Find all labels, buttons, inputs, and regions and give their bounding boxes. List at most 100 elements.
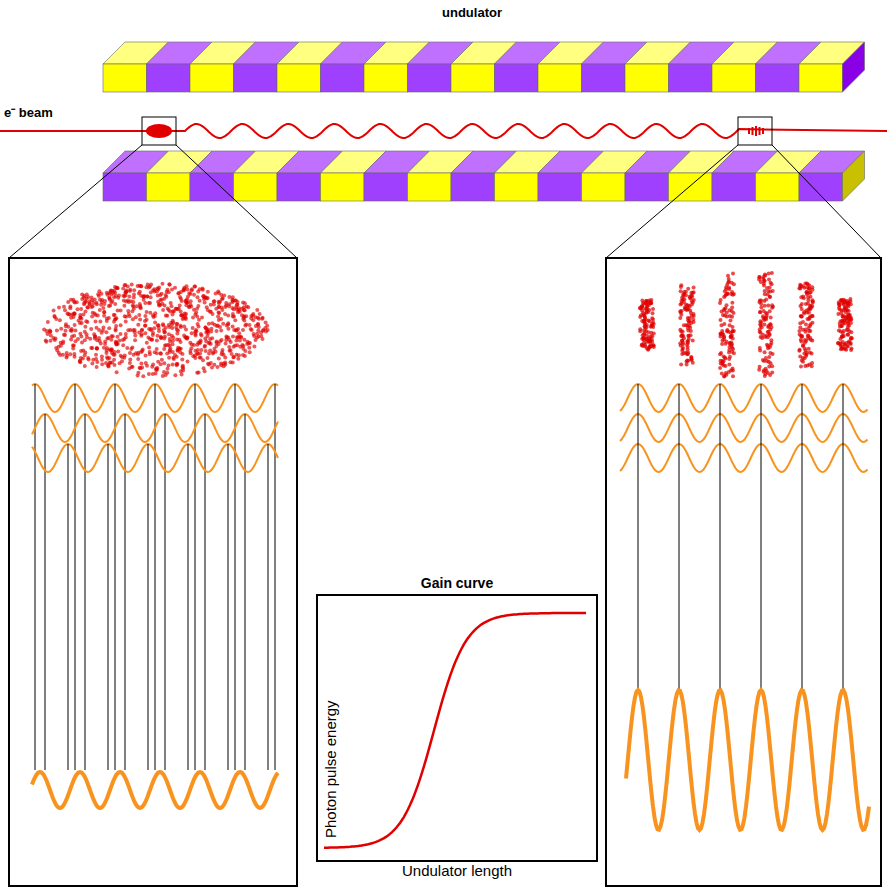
- electron-beam: [0, 124, 887, 138]
- electron-dot: [201, 294, 205, 298]
- electron-dot: [688, 320, 692, 324]
- electron-dot: [807, 283, 811, 287]
- electron-dot: [42, 328, 46, 332]
- electron-dot: [49, 339, 53, 343]
- electron-dot: [679, 285, 683, 289]
- electron-dot: [132, 353, 136, 357]
- electron-dot: [128, 358, 132, 362]
- electron-dot: [762, 309, 766, 313]
- electron-dot: [161, 324, 165, 328]
- electron-dot: [763, 350, 767, 354]
- electron-dot: [167, 282, 171, 286]
- phase-line: [638, 384, 639, 690]
- electron-dot: [243, 324, 247, 328]
- electron-dot: [116, 335, 120, 339]
- electron-dot: [194, 334, 198, 338]
- electron-dot: [724, 342, 728, 346]
- phase-line: [195, 384, 196, 770]
- electron-dot: [44, 340, 48, 344]
- electron-dot: [725, 329, 729, 333]
- electron-dot: [62, 333, 66, 337]
- electron-dot: [167, 356, 171, 360]
- electron-dot: [729, 319, 733, 323]
- electron-dot: [159, 336, 163, 340]
- electron-dot: [767, 271, 771, 275]
- zoom-line: [606, 145, 738, 258]
- electron-dot: [111, 334, 115, 338]
- magnet-block: [625, 64, 669, 92]
- electron-dot: [138, 318, 142, 322]
- electron-dot: [208, 310, 212, 314]
- electron-dot: [201, 358, 205, 362]
- electron-dot: [113, 302, 117, 306]
- electron-dot: [770, 306, 774, 310]
- electron-dot: [115, 286, 119, 290]
- electron-dot: [217, 310, 221, 314]
- electron-dot: [685, 340, 689, 344]
- electron-dot: [200, 315, 204, 319]
- phase-line: [188, 444, 189, 770]
- electron-dot: [758, 275, 762, 279]
- electron-dot: [91, 358, 95, 362]
- electron-dot: [686, 307, 690, 311]
- electron-dot: [725, 311, 729, 315]
- electron-dot: [196, 295, 200, 299]
- electron-dot: [174, 325, 178, 329]
- electron-dot: [76, 337, 80, 341]
- electron-dot: [761, 314, 765, 318]
- electron-dot: [148, 284, 152, 288]
- electron-dot: [152, 315, 156, 319]
- electron-dot: [804, 302, 808, 306]
- electron-dot: [77, 319, 81, 323]
- electron-dot: [846, 333, 850, 337]
- phase-line: [85, 414, 86, 770]
- electron-dot: [175, 362, 179, 366]
- electron-dot: [219, 329, 223, 333]
- electron-dot: [91, 311, 95, 315]
- electron-dot: [803, 356, 807, 360]
- electron-dot: [198, 287, 202, 291]
- electron-dot: [54, 346, 58, 350]
- electron-dot: [722, 322, 726, 326]
- electron-dot: [641, 333, 645, 337]
- electron-dot: [208, 348, 212, 352]
- electron-dot: [849, 321, 853, 325]
- phase-line: [205, 414, 206, 770]
- electron-dot: [155, 289, 159, 293]
- electron-dot: [130, 345, 134, 349]
- electron-dot: [686, 348, 690, 352]
- electron-dot: [722, 307, 726, 311]
- electron-dot: [258, 312, 262, 316]
- electron-dot: [686, 326, 690, 330]
- electron-dot: [114, 317, 118, 321]
- electron-dot: [147, 372, 151, 376]
- electron-dot: [731, 366, 735, 370]
- electron-dot: [68, 352, 72, 356]
- electron-dot: [181, 352, 185, 356]
- phase-line: [68, 444, 69, 770]
- electron-dot: [185, 284, 189, 288]
- electron-dot: [209, 361, 213, 365]
- electron-dot: [239, 335, 243, 339]
- electron-dot: [231, 295, 235, 299]
- electron-dot: [92, 332, 96, 336]
- electron-dot: [692, 285, 696, 289]
- electron-dot: [102, 325, 106, 329]
- electron-dot: [63, 333, 67, 337]
- microbunch: [759, 127, 761, 135]
- electron-dot: [228, 349, 232, 353]
- electron-dot: [846, 325, 850, 329]
- electron-dot: [199, 348, 203, 352]
- phase-line: [679, 384, 680, 690]
- electron-dot: [232, 328, 236, 332]
- electron-dot: [81, 349, 85, 353]
- inset-panel: [9, 258, 297, 886]
- electron-dot: [763, 274, 767, 278]
- electron-dot: [648, 300, 652, 304]
- electron-dot: [223, 305, 227, 309]
- electron-dot: [85, 296, 89, 300]
- electron-dot: [191, 326, 195, 330]
- electron-dot: [212, 299, 216, 303]
- electron-dot: [143, 324, 147, 328]
- electron-dot: [115, 370, 119, 374]
